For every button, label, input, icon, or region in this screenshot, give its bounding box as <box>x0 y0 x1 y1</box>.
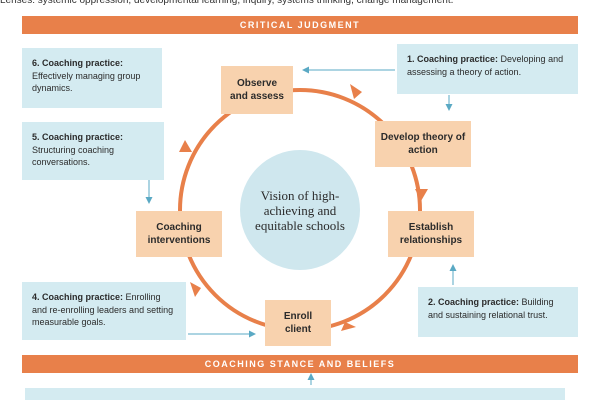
practice-4-box: 4. Coaching practice: Enrolling and re-e… <box>22 282 186 340</box>
step-observe-label: Observe and assess <box>230 78 284 102</box>
practice-1-box: 1. Coaching practice: Developing and ass… <box>397 44 578 94</box>
step-interventions-label: Coaching interventions <box>147 222 211 246</box>
ring-arrowhead-bottom-left <box>190 282 201 297</box>
ring-arrowhead-left <box>179 140 192 152</box>
ring-arrowhead-bottom-right <box>341 322 356 331</box>
step-coaching-interventions: Coaching interventions <box>136 211 222 257</box>
lenses-text: Lenses: systemic oppression, development… <box>0 0 454 6</box>
step-enroll-client: Enroll client <box>265 300 331 346</box>
step-establish-relationships: Establish relationships <box>388 211 474 257</box>
practice-5-box: 5. Coaching practice: Structuring coachi… <box>22 122 164 180</box>
practice-2-label: 2. Coaching practice: <box>428 297 520 307</box>
bottom-info-box <box>25 388 565 400</box>
ring-arrowhead-top <box>350 84 362 99</box>
band-critical-judgment: CRITICAL JUDGMENT <box>22 16 578 34</box>
step-enroll-label: Enroll client <box>283 311 313 335</box>
practice-5-label: 5. Coaching practice: <box>32 132 124 142</box>
practice-6-label: 6. Coaching practice: <box>32 58 124 68</box>
ring-arrowhead-right <box>415 189 428 201</box>
step-establish-label: Establish relationships <box>399 222 463 246</box>
practice-2-text: Building and sustaining relational trust… <box>428 297 554 320</box>
practice-4-text: Enrolling and re-enrolling leaders and s… <box>32 292 174 327</box>
step-develop-theory: Develop theory of action <box>375 121 471 167</box>
practice-6-box: 6. Coaching practice: Effectively managi… <box>22 48 162 108</box>
practice-1-label: 1. Coaching practice: <box>407 54 499 64</box>
practice-6-text: Effectively managing group dynamics. <box>32 70 141 94</box>
vision-circle: Vision of high-achieving and equitable s… <box>240 150 360 270</box>
step-develop-label: Develop theory of action <box>380 132 466 156</box>
practice-5-text: Structuring coaching conversations. <box>32 144 115 168</box>
band-coaching-stance: COACHING STANCE AND BELIEFS <box>22 355 578 373</box>
step-observe-assess: Observe and assess <box>221 66 293 114</box>
practice-2-box: 2. Coaching practice: Building and susta… <box>418 287 578 337</box>
practice-4-label: 4. Coaching practice: <box>32 292 124 302</box>
practice-1-text: Developing and assessing a theory of act… <box>407 54 564 77</box>
vision-text: Vision of high-achieving and equitable s… <box>255 187 345 233</box>
